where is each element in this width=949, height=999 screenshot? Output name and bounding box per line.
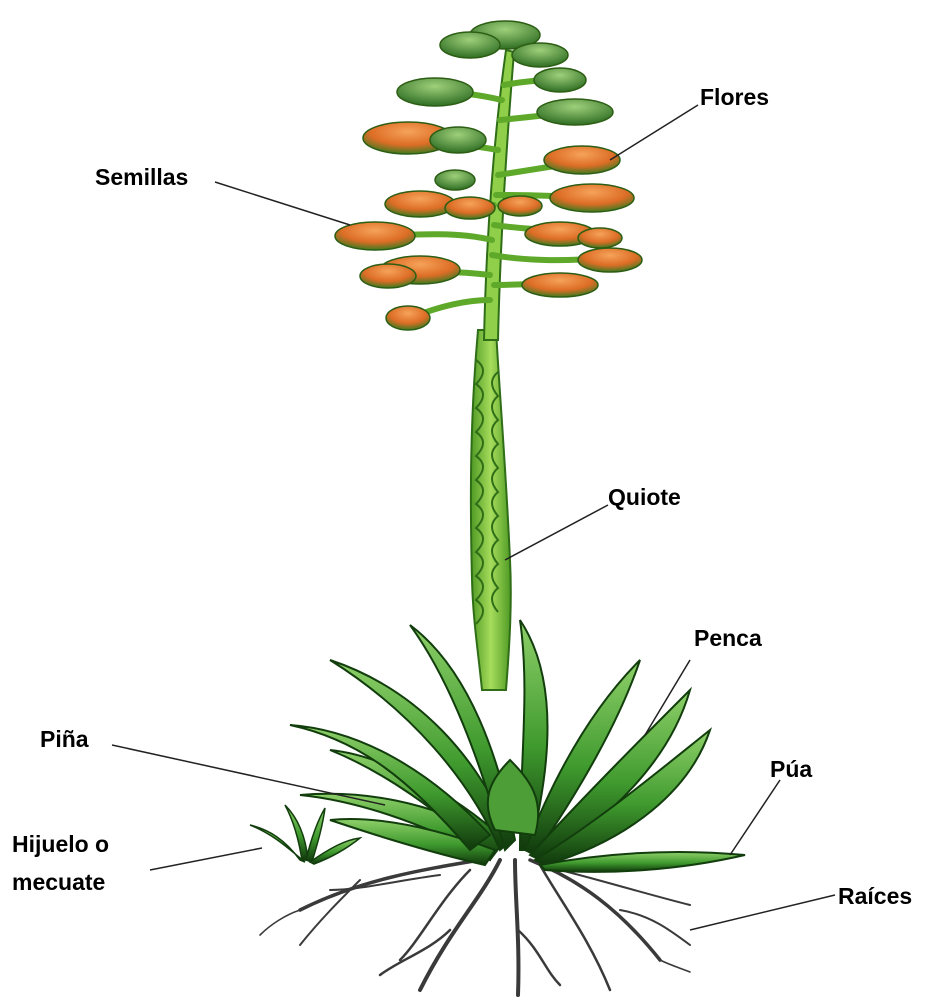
label-hijuelo-line2: mecuate (12, 868, 105, 897)
leader-semillas (215, 182, 350, 225)
label-semillas: Semillas (95, 163, 188, 192)
label-flores: Flores (700, 83, 769, 112)
label-quiote: Quiote (608, 483, 681, 512)
label-pua: Púa (770, 755, 812, 784)
leader-flores (610, 105, 698, 160)
label-raices: Raíces (838, 882, 912, 911)
label-penca: Penca (694, 624, 762, 653)
hijuelo-offshoot (250, 805, 360, 864)
roots (260, 860, 690, 995)
label-pina: Piña (40, 725, 89, 754)
leader-pua (730, 780, 780, 855)
leader-raices (690, 895, 835, 930)
leader-quiote (505, 505, 608, 560)
label-hijuelo-line1: Hijuelo o (12, 830, 109, 859)
rosette-leaves (290, 620, 745, 872)
leader-hijuelo (150, 848, 262, 870)
